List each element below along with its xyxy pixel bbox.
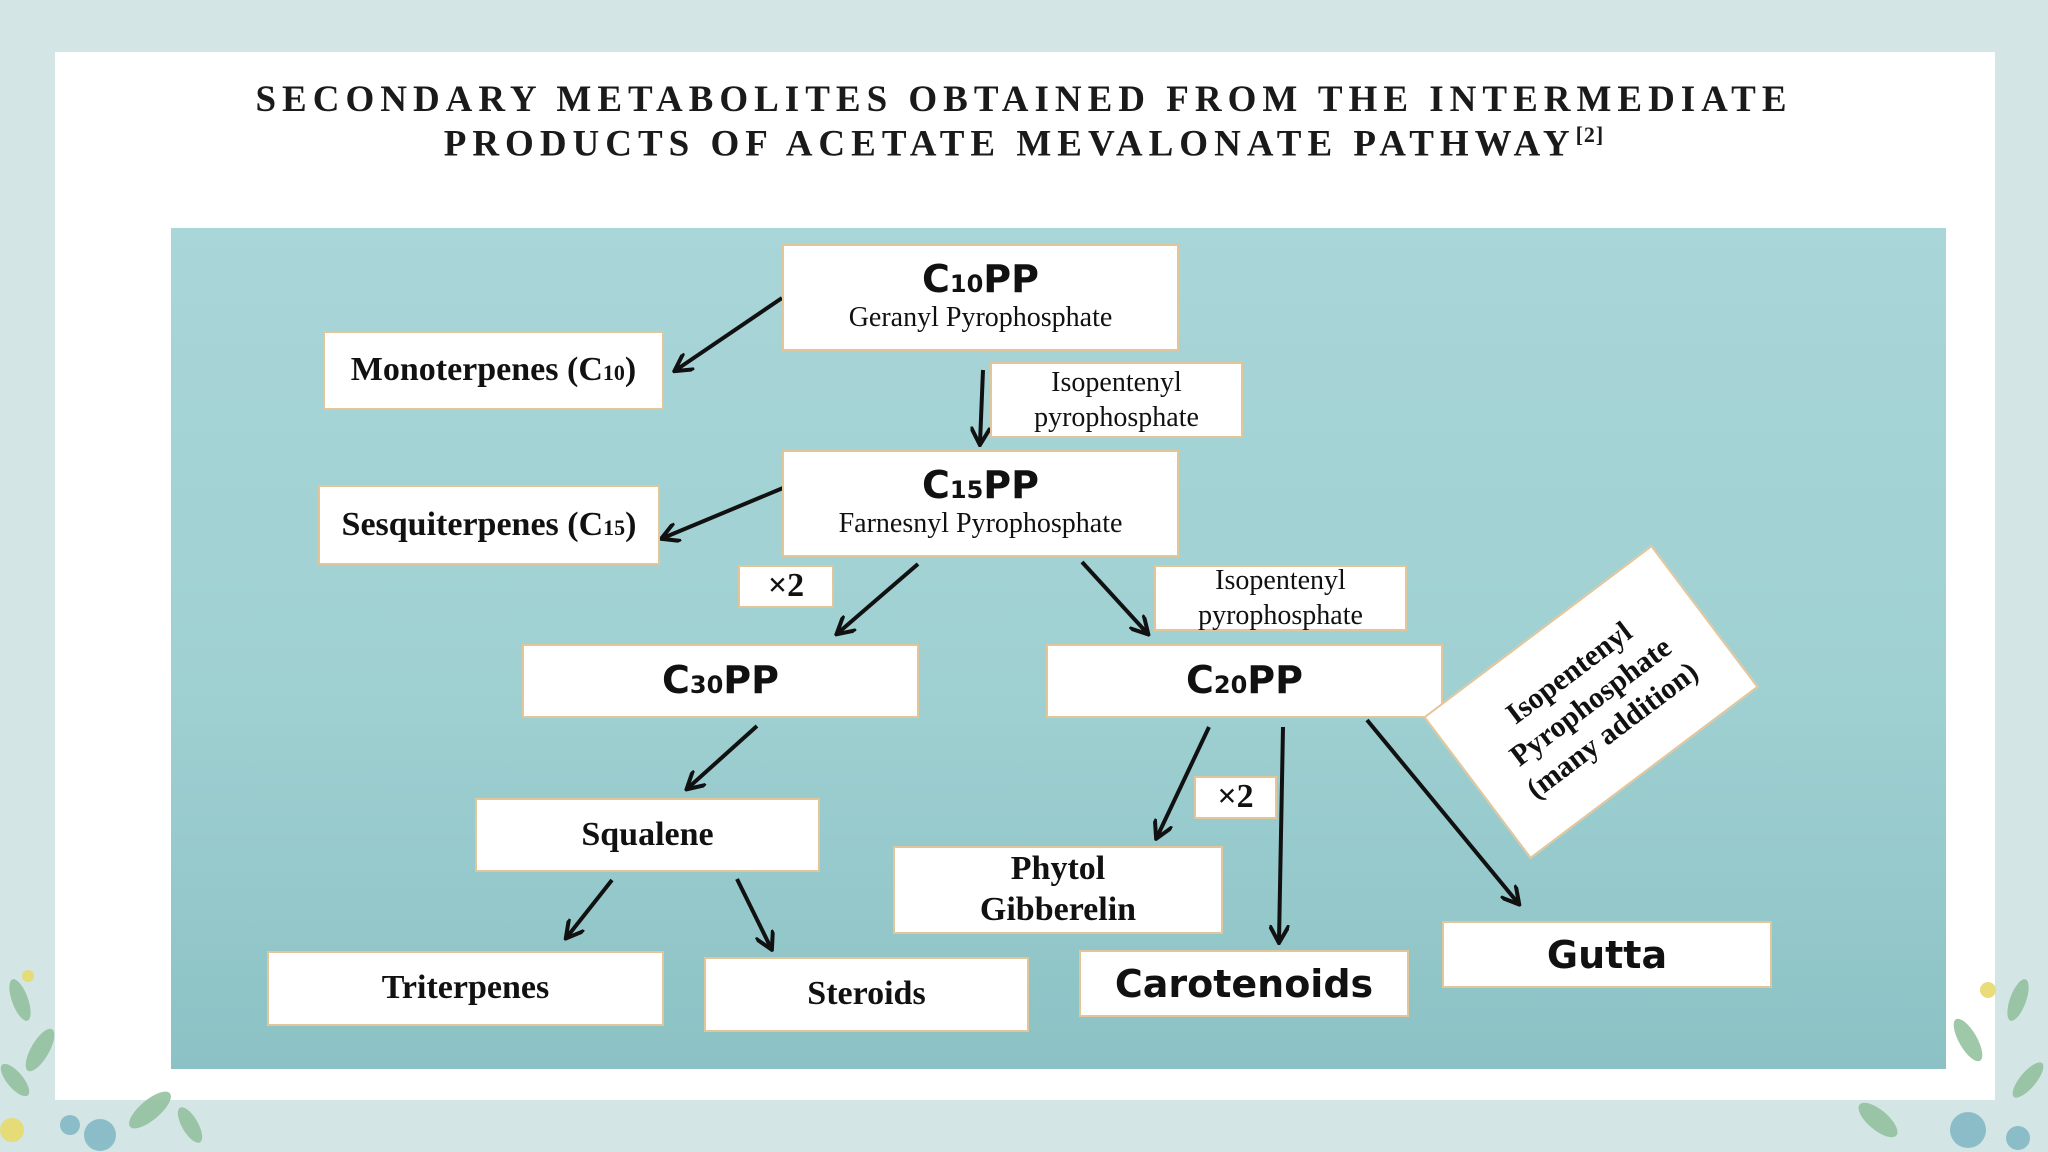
floral-decoration-right bbox=[1858, 979, 2044, 1150]
node-sesquiterpenes: Sesquiterpenes (C15) bbox=[318, 485, 660, 565]
arrow-squalene-steroids bbox=[735, 878, 771, 948]
arrow-c20-gutta bbox=[1365, 718, 1518, 903]
floral-decoration-left bbox=[0, 970, 203, 1151]
arrow-c30-squalene bbox=[688, 724, 759, 788]
multiplier-x2-left: ×2 bbox=[738, 565, 834, 608]
node-c10pp-formula: C10PP bbox=[922, 257, 1039, 302]
slide-title-line2: PRODUCTS OF ACETATE MEVALONATE PATHWAY[2… bbox=[443, 122, 1605, 165]
citation-ref: [2] bbox=[1575, 122, 1605, 147]
node-ipp-1: Isopentenyl pyrophosphate bbox=[990, 362, 1243, 438]
node-squalene: Squalene bbox=[475, 798, 820, 872]
node-ipp-2: Isopentenyl pyrophosphate bbox=[1154, 565, 1407, 631]
node-c10pp-name: Geranyl Pyrophosphate bbox=[848, 301, 1113, 333]
arrow-c20-phytol bbox=[1157, 726, 1211, 837]
node-c20pp: C20PP bbox=[1046, 644, 1443, 718]
node-steroids: Steroids bbox=[704, 957, 1029, 1032]
node-c30pp: C30PP bbox=[522, 644, 919, 718]
arrow-c15-sesqui bbox=[663, 486, 784, 538]
node-triterpenes: Triterpenes bbox=[267, 951, 664, 1026]
arrow-c10-c15 bbox=[980, 369, 983, 443]
node-phytol-gibberelin: Phytol Gibberelin bbox=[893, 846, 1223, 934]
node-c10pp: C10PP Geranyl Pyrophosphate bbox=[782, 244, 1179, 351]
arrow-c15-c30 bbox=[838, 562, 920, 633]
node-gutta: Gutta bbox=[1442, 921, 1772, 988]
multiplier-x2-right: ×2 bbox=[1194, 776, 1277, 819]
slide-title-line1: SECONDARY METABOLITES OBTAINED FROM THE … bbox=[255, 79, 1793, 120]
node-c15pp: C15PP Farnesnyl Pyrophosphate bbox=[782, 450, 1179, 557]
node-carotenoids: Carotenoids bbox=[1079, 950, 1409, 1017]
arrow-c20-carotenoids bbox=[1279, 726, 1283, 941]
node-c15pp-name: Farnesnyl Pyrophosphate bbox=[838, 507, 1123, 539]
arrow-c15-c20 bbox=[1080, 560, 1147, 633]
node-c15pp-formula: C15PP bbox=[922, 463, 1039, 508]
node-monoterpenes: Monoterpenes (C10) bbox=[323, 331, 664, 410]
arrow-squalene-triterpenes bbox=[567, 878, 614, 937]
arrow-c10-mono bbox=[676, 296, 784, 370]
